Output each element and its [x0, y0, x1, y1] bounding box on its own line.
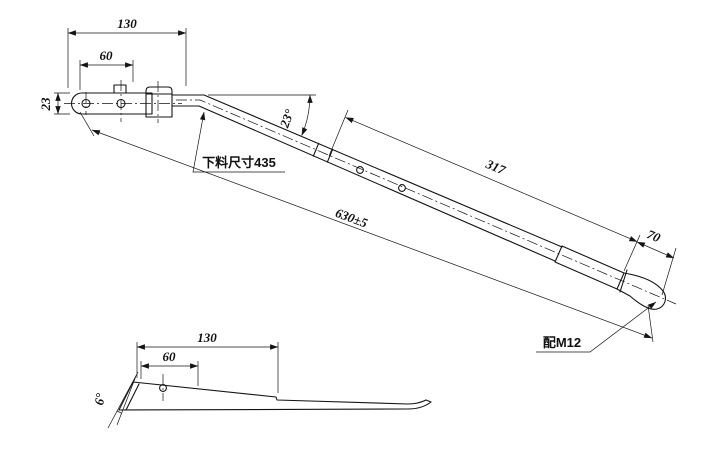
pivot-boss [145, 86, 173, 118]
dim-text-130: 130 [117, 16, 137, 31]
dim-text-630: 630±5 [333, 205, 370, 231]
dim-text-70: 70 [645, 226, 663, 245]
dim-text-317: 317 [483, 156, 508, 178]
thread-leader [536, 301, 657, 353]
arm-hole-2 [398, 184, 406, 192]
side-dim-text-130: 130 [197, 330, 217, 345]
side-view: 130 60 6° [91, 330, 432, 429]
center-lines [64, 80, 677, 305]
blank-size-leader [192, 111, 285, 173]
angle-text-23: 23° [276, 107, 297, 131]
dim-line-630 [91, 129, 653, 339]
arm-outline [171, 94, 563, 262]
dim-line-317 [345, 117, 638, 243]
dim-text-60: 60 [100, 48, 114, 63]
bracket-plate [71, 84, 153, 115]
side-extension-lines [107, 342, 279, 429]
side-profile [118, 381, 432, 411]
side-angle-text-6: 6° [91, 391, 108, 406]
angle-arc-23 [301, 94, 313, 136]
grip-outline [554, 245, 628, 293]
extension-lines [54, 28, 677, 343]
dim-text-23: 23 [38, 97, 53, 112]
thread-text: 配M12 [543, 335, 581, 350]
main-view: 130 60 23 23° 下料尺寸435 317 630±5 70 配M12 [38, 16, 677, 353]
blank-size-text: 下料尺寸435 [202, 155, 276, 170]
side-dim-text-60: 60 [163, 349, 177, 364]
